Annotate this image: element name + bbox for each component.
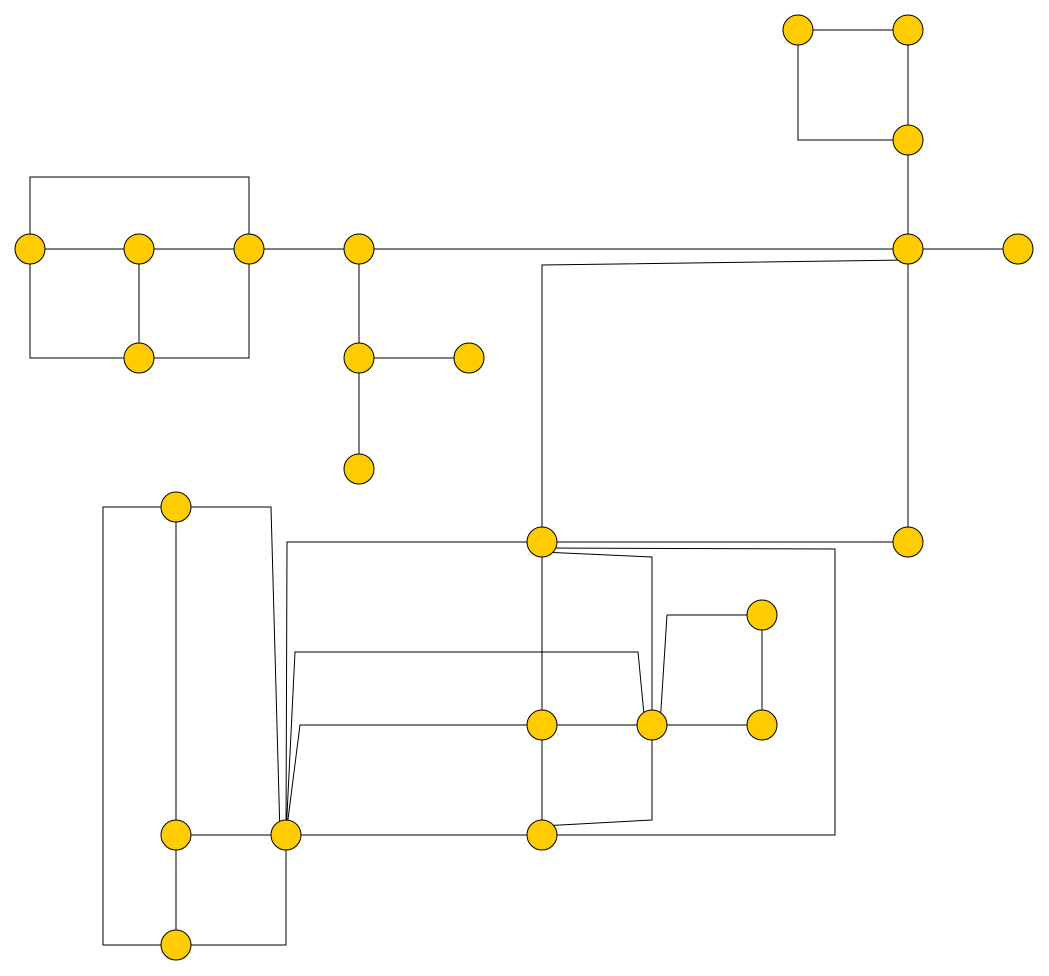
graph-node-17[interactable] <box>746 599 778 631</box>
graph-node-21[interactable] <box>160 819 192 851</box>
edge-17 <box>541 259 909 542</box>
edge-35 <box>102 506 176 946</box>
graph-node-1[interactable] <box>782 14 814 46</box>
graph-node-14[interactable] <box>160 491 192 523</box>
edge-3 <box>797 30 908 141</box>
graph-node-2[interactable] <box>892 14 924 46</box>
graph-node-20[interactable] <box>746 709 778 741</box>
node-layer <box>14 14 1034 961</box>
edge-10 <box>29 249 139 359</box>
edge-27 <box>541 547 836 836</box>
graph-node-10[interactable] <box>343 233 375 265</box>
edge-38 <box>176 835 287 946</box>
edge-11 <box>139 249 250 359</box>
graph-node-19[interactable] <box>636 709 668 741</box>
graph-node-3[interactable] <box>892 124 924 156</box>
graph-node-11[interactable] <box>343 342 375 374</box>
graph-node-6[interactable] <box>14 233 46 265</box>
edge-24 <box>659 614 762 726</box>
graph-node-22[interactable] <box>270 819 302 851</box>
graph-node-18[interactable] <box>526 709 558 741</box>
edge-31 <box>285 651 646 836</box>
edge-28 <box>541 551 653 725</box>
graph-node-24[interactable] <box>160 929 192 961</box>
edge-34 <box>176 506 281 836</box>
graph-node-23[interactable] <box>526 819 558 851</box>
graph-node-15[interactable] <box>526 526 558 558</box>
graph-node-4[interactable] <box>892 233 924 265</box>
graph-node-8[interactable] <box>233 233 265 265</box>
edge-9 <box>29 176 250 249</box>
graph-node-12[interactable] <box>453 342 485 374</box>
graph-node-7[interactable] <box>123 233 155 265</box>
edge-29 <box>541 725 653 827</box>
graph-node-9[interactable] <box>123 342 155 374</box>
edge-30 <box>285 541 542 836</box>
graph-node-5[interactable] <box>1002 233 1034 265</box>
edge-layer <box>29 29 1018 946</box>
graph-node-13[interactable] <box>343 453 375 485</box>
graph-node-16[interactable] <box>892 526 924 558</box>
edge-32 <box>285 724 542 836</box>
